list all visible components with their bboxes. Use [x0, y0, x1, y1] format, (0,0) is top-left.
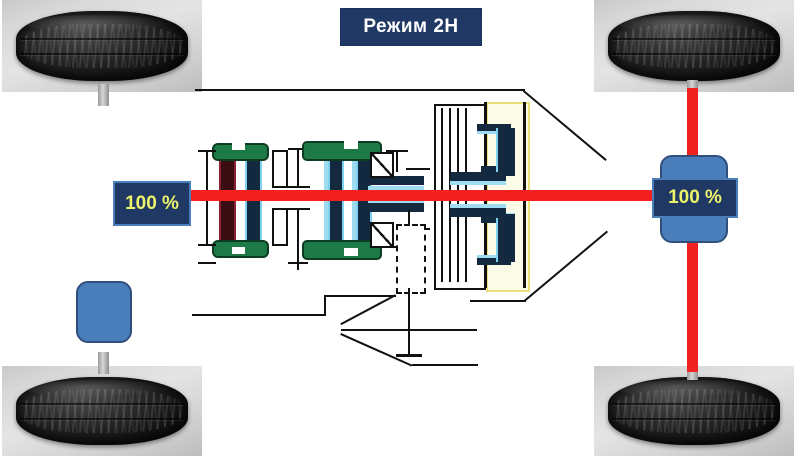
carrier-sleeve	[450, 181, 506, 185]
brake-band-rod	[408, 288, 410, 356]
selector-rod	[297, 148, 299, 186]
wheel-front-left	[2, 0, 202, 92]
output-shaft-sleeve	[368, 186, 424, 190]
bearing-line	[396, 150, 398, 172]
brake-band-rod	[408, 210, 410, 226]
tire-rubber	[16, 376, 188, 446]
tire-highlight	[26, 14, 174, 34]
tire-groove	[20, 418, 184, 421]
output-shaft-lower	[368, 203, 424, 212]
housing-lower-bottom	[412, 364, 478, 366]
synchronizer-block-lower	[370, 222, 394, 248]
housing-right-lower-edge	[470, 300, 526, 302]
tire-tread	[612, 389, 776, 433]
front-axle-power-label: 100 %	[125, 192, 179, 214]
selector-fork	[272, 208, 274, 246]
mode-title-badge: Режим 2H	[340, 8, 482, 46]
tire-tread	[20, 23, 184, 69]
planet-gear	[477, 258, 511, 265]
selector-rod	[288, 148, 308, 150]
planet-gear-sleeve	[477, 255, 511, 258]
front-axle-power-badge: 100 %	[113, 181, 191, 226]
transfer-case-gear-cluster-right	[302, 240, 382, 260]
tire-tread	[20, 389, 184, 433]
selector-fork	[272, 208, 310, 210]
output-shaft-sleeve	[368, 199, 424, 203]
housing-lower-diagonal-a	[340, 294, 396, 326]
housing-bottom-edge	[192, 314, 325, 316]
tire-groove	[20, 53, 184, 56]
bearing-cap	[198, 150, 216, 152]
housing-bottom-right-diagonal	[524, 230, 609, 302]
tire-groove	[20, 402, 184, 405]
tire-groove	[20, 37, 184, 40]
selector-fork	[272, 186, 310, 188]
mode-title-label: Режим 2H	[363, 16, 459, 37]
gear-notch	[232, 247, 245, 254]
housing-top-right-diagonal	[522, 90, 607, 161]
bearing-cap	[406, 168, 430, 170]
tire-rubber	[608, 376, 780, 446]
gear-notch	[232, 143, 245, 150]
front-differential	[76, 281, 132, 343]
carrier-arm	[450, 172, 506, 181]
tire-highlight	[618, 14, 766, 34]
bearing-cap	[198, 262, 216, 264]
tire-groove	[612, 53, 776, 56]
gear-notch	[344, 248, 358, 256]
bearing-cap	[198, 244, 216, 246]
rear-axle-power-badge: 100 %	[652, 178, 738, 218]
main-driveshaft-overlay	[180, 190, 692, 201]
planet-gear-sleeve	[477, 131, 511, 134]
wheel-rear-left	[2, 366, 202, 456]
housing-bottom-step-vert	[324, 295, 326, 316]
transfer-case-gear-cluster-right	[302, 141, 382, 161]
brake-band-anchor	[396, 354, 422, 357]
rear-axle-power-label: 100 %	[668, 187, 722, 208]
tire-highlight	[26, 380, 174, 399]
carrier-arm	[450, 208, 506, 217]
tire-groove	[612, 37, 776, 40]
housing-bottom-step-horz	[324, 295, 396, 297]
output-shaft-upper	[368, 176, 424, 185]
synchronizer-block-upper	[370, 152, 394, 178]
tire-groove	[612, 402, 776, 405]
selector-fork	[286, 150, 288, 188]
driveshaft-rear-right	[687, 238, 698, 372]
gear-notch	[344, 141, 358, 149]
tire-tread	[612, 23, 776, 69]
axle-stub-rear-left	[98, 352, 109, 374]
axle-stub-front-left	[98, 84, 109, 106]
selector-fork	[286, 208, 288, 246]
planet-gear	[477, 124, 511, 131]
tire-groove	[612, 418, 776, 421]
selector-fork	[272, 244, 288, 246]
axle-stub-front-right	[687, 80, 698, 92]
housing-lower-diagonal-b	[340, 333, 413, 367]
wheel-rear-right	[594, 366, 794, 456]
ring-gear-link	[506, 214, 515, 262]
wheel-front-right	[594, 0, 794, 92]
axle-stub-rear-right	[687, 366, 698, 380]
ring-gear-link	[506, 128, 515, 176]
tire-rubber	[16, 11, 188, 81]
tire-rubber	[608, 11, 780, 81]
selector-rod	[297, 210, 299, 270]
selector-rod	[288, 262, 308, 264]
tire-highlight	[618, 380, 766, 399]
selector-fork	[272, 150, 288, 152]
driveshaft-front-right	[687, 88, 698, 160]
carrier-sleeve	[450, 204, 506, 208]
housing-top-edge	[195, 89, 525, 91]
brake-band	[396, 224, 426, 294]
selector-fork	[272, 150, 274, 188]
